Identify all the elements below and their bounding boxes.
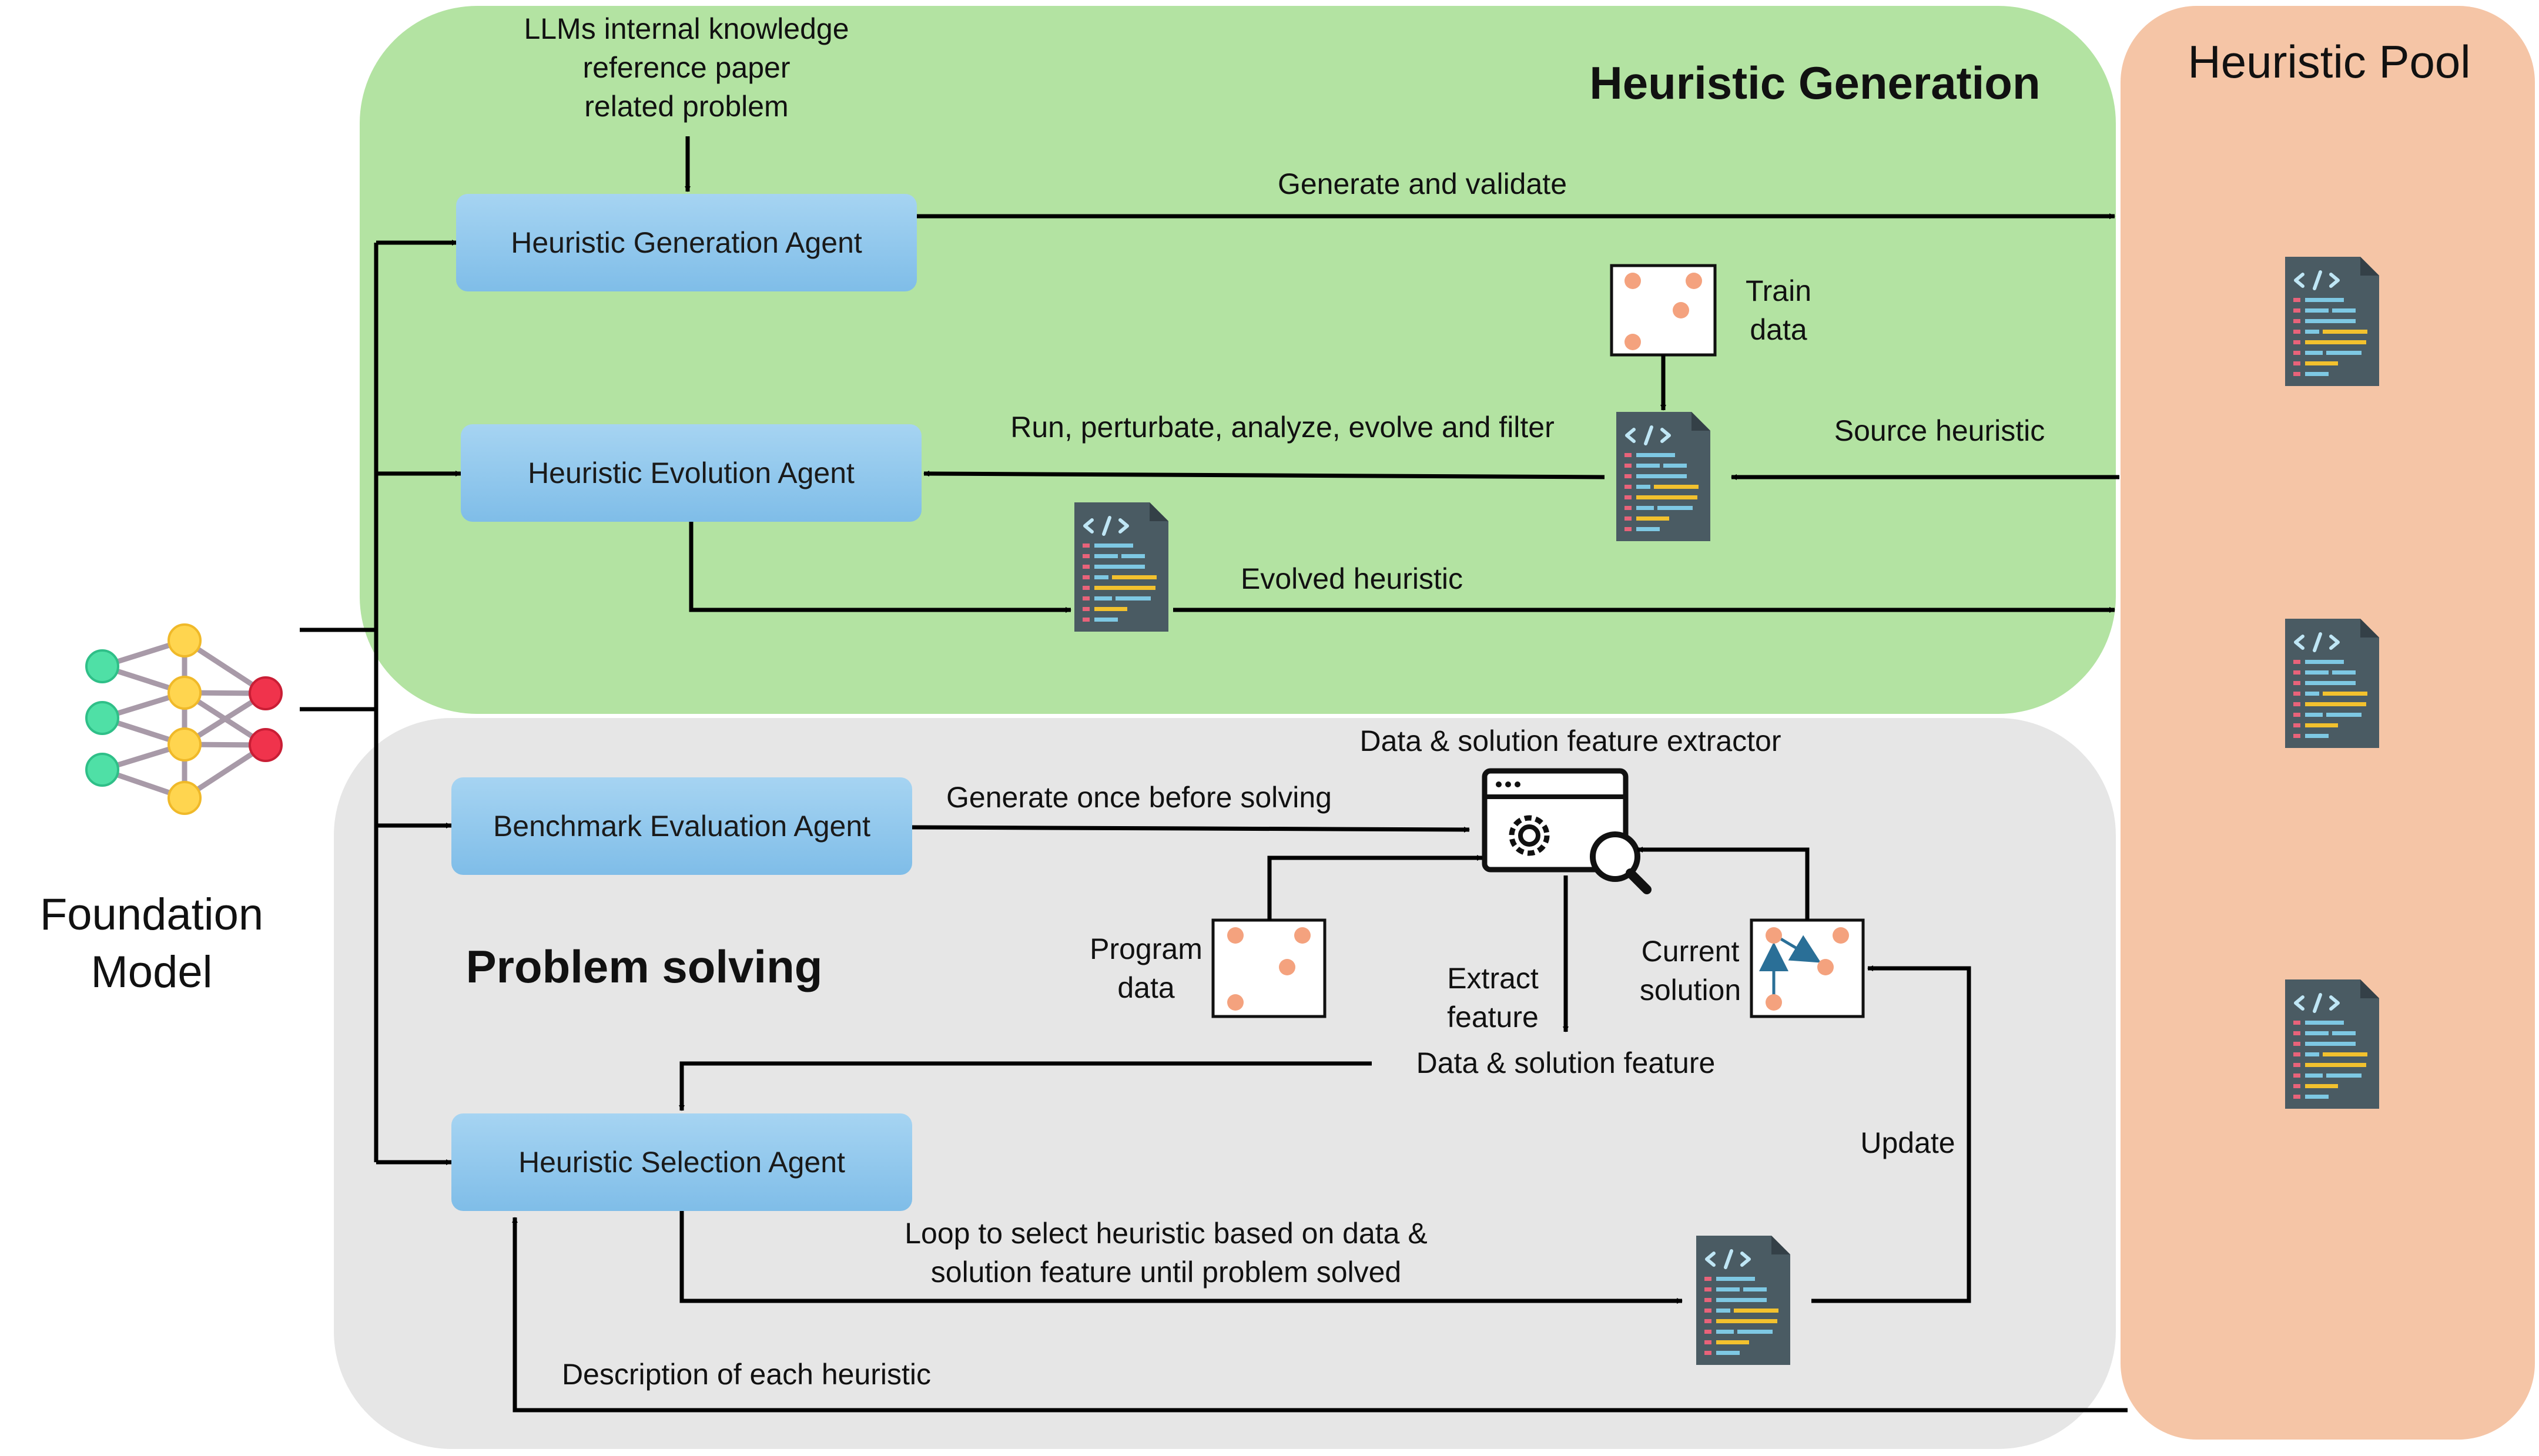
- train-data-label-line1: Train: [1746, 274, 1811, 307]
- heuristic-selection-agent-label: Heuristic Selection Agent: [518, 1146, 845, 1179]
- generate-once-label: Generate once before solving: [946, 781, 1332, 814]
- source-llm-knowledge: LLMs internal knowledge: [524, 12, 849, 45]
- problem-solving-panel: [334, 718, 2116, 1449]
- run-perturbate-label: Run, perturbate, analyze, evolve and fil…: [1010, 411, 1555, 444]
- update-label: Update: [1860, 1126, 1955, 1159]
- program-data-icon: [1211, 918, 1327, 1018]
- benchmark-evaluation-agent-label: Benchmark Evaluation Agent: [493, 810, 870, 843]
- generate-validate-label: Generate and validate: [1278, 167, 1567, 200]
- heuristic-generation-title: Heuristic Generation: [1589, 57, 2040, 109]
- description-label: Description of each heuristic: [562, 1358, 931, 1391]
- current-solution-icon: [1750, 918, 1865, 1018]
- program-data-label-line1: Program: [1090, 932, 1202, 965]
- extractor-label: Data & solution feature extractor: [1359, 724, 1781, 757]
- selected-heuristic-code-file-icon: [1696, 1236, 1790, 1365]
- current-solution-label-line2: solution: [1640, 974, 1741, 1007]
- foundation-model-label-line2: Model: [91, 947, 213, 997]
- heuristic-selection-agent: Heuristic Selection Agent: [451, 1113, 912, 1211]
- evolved-heuristic-label: Evolved heuristic: [1241, 562, 1463, 595]
- source-heuristic-label: Source heuristic: [1834, 414, 2045, 447]
- extract-feature-label-line2: feature: [1447, 1001, 1539, 1034]
- feature-extractor-icon: [1482, 768, 1652, 894]
- heuristic-generation-agent-label: Heuristic Generation Agent: [511, 226, 862, 259]
- train-data-label-line2: data: [1750, 313, 1807, 346]
- extract-feature-label-line1: Extract: [1447, 962, 1539, 995]
- data-solution-feature-label: Data & solution feature: [1416, 1046, 1716, 1079]
- source-reference-paper: reference paper: [582, 51, 790, 84]
- heuristic-generation-agent: Heuristic Generation Agent: [456, 194, 917, 291]
- pool-code-file-icon-2: [2285, 619, 2379, 748]
- evolved-heuristic-code-file-icon: [1074, 502, 1168, 632]
- pool-code-file-icon-1: [2285, 257, 2379, 386]
- pool-code-file-icon-3: [2285, 979, 2379, 1109]
- foundation-connectors: [300, 240, 461, 1165]
- source-related-problem: related problem: [584, 90, 788, 123]
- heuristic-evolution-agent: Heuristic Evolution Agent: [461, 424, 922, 522]
- benchmark-evaluation-agent: Benchmark Evaluation Agent: [451, 777, 912, 875]
- heuristic-evolution-agent-label: Heuristic Evolution Agent: [528, 457, 855, 489]
- loop-label-line1: Loop to select heuristic based on data &: [905, 1217, 1427, 1250]
- current-solution-label-line1: Current: [1642, 935, 1740, 968]
- loop-label-line2: solution feature until problem solved: [931, 1256, 1401, 1289]
- problem-solving-title: Problem solving: [466, 941, 823, 992]
- program-data-label-line2: data: [1117, 971, 1175, 1004]
- neural-network-icon: [85, 623, 283, 815]
- heuristic-pool-title: Heuristic Pool: [2188, 36, 2470, 88]
- train-data-icon: [1610, 264, 1717, 357]
- source-heuristic-code-file-icon: [1616, 412, 1710, 541]
- foundation-model-label-line1: Foundation: [40, 890, 263, 940]
